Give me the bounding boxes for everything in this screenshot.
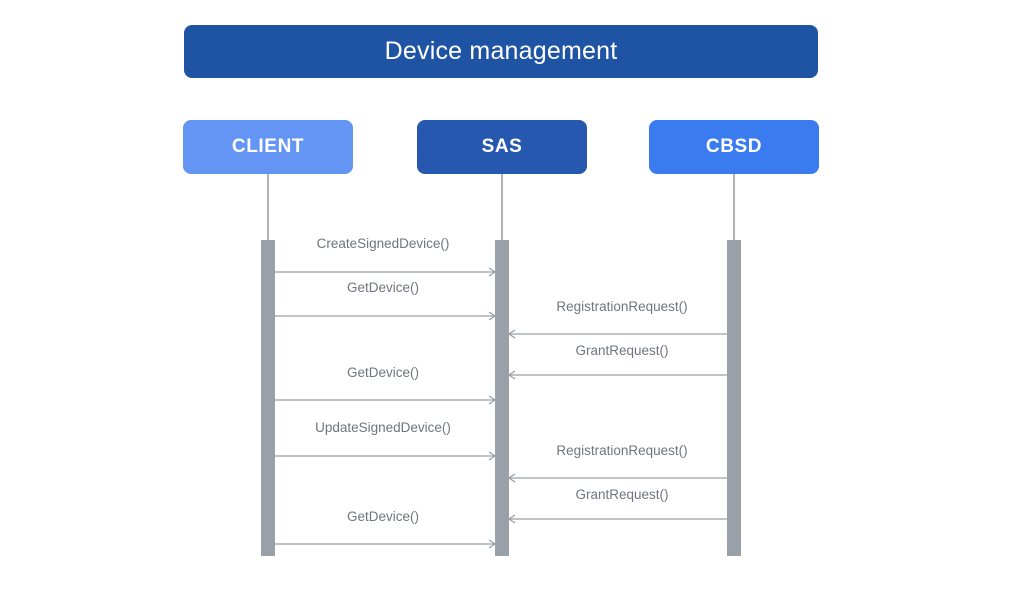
- arrowhead: [507, 473, 516, 483]
- participant-box-cbsd[interactable]: CBSD: [649, 120, 819, 174]
- message-label-9: GetDevice(): [346, 509, 420, 524]
- message-label-1: CreateSignedDevice(): [316, 236, 450, 251]
- message-arrow-1: [275, 267, 497, 277]
- message-label-6: UpdateSignedDevice(): [315, 420, 451, 435]
- participant-label-client: CLIENT: [231, 136, 305, 157]
- message-arrow-3: [507, 329, 727, 339]
- message-arrows-group: [275, 267, 727, 549]
- page-title: Device management: [384, 37, 618, 65]
- message-arrow-6: [275, 451, 497, 461]
- arrowhead: [507, 329, 516, 339]
- activation-bars-group: [261, 240, 741, 556]
- message-arrow-9: [275, 539, 497, 549]
- activation-bar-cbsd: [727, 240, 741, 556]
- participant-label-cbsd: CBSD: [705, 136, 763, 157]
- arrowhead: [488, 539, 497, 549]
- message-arrow-4: [507, 370, 727, 380]
- arrowhead: [507, 370, 516, 380]
- lifelines-group: [267, 174, 735, 240]
- message-label-3: RegistrationRequest(): [556, 299, 688, 314]
- message-arrow-7: [507, 473, 727, 483]
- activation-bar-client: [261, 240, 275, 556]
- message-arrow-5: [275, 395, 497, 405]
- arrowhead: [488, 311, 497, 321]
- arrowhead: [488, 451, 497, 461]
- arrowhead: [507, 514, 516, 524]
- participant-label-sas: SAS: [481, 136, 523, 157]
- diagram-title-banner: Device management: [184, 25, 818, 78]
- message-label-7: RegistrationRequest(): [556, 443, 688, 458]
- message-label-8: GrantRequest(): [575, 487, 669, 502]
- participant-box-sas[interactable]: SAS: [417, 120, 587, 174]
- message-arrow-2: [275, 311, 497, 321]
- message-label-4: GrantRequest(): [575, 343, 669, 358]
- participant-box-client[interactable]: CLIENT: [183, 120, 353, 174]
- message-label-2: GetDevice(): [346, 280, 420, 295]
- arrowhead: [488, 267, 497, 277]
- message-label-5: GetDevice(): [346, 365, 420, 380]
- arrowhead: [488, 395, 497, 405]
- activation-bar-sas: [495, 240, 509, 556]
- message-arrow-8: [507, 514, 727, 524]
